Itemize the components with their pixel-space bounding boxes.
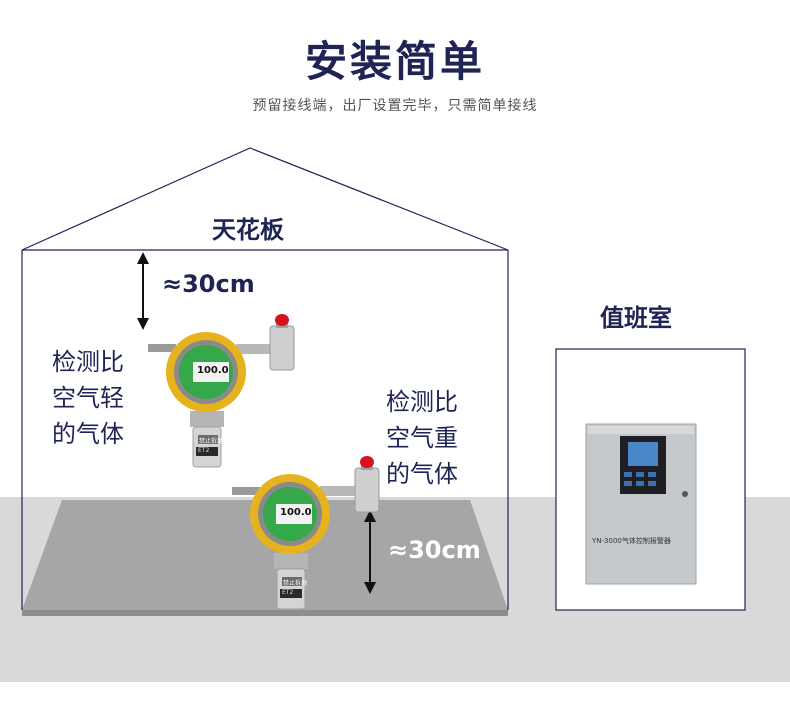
detector-upper-display: 100.0 — [197, 365, 229, 376]
ceiling-label: 天花板 — [212, 216, 284, 244]
page-title: 安装简单 — [304, 37, 485, 86]
gas-detector-lower — [232, 456, 380, 610]
alarm-beacon-icon — [269, 314, 295, 371]
detector-lower-display: 100.0 — [280, 507, 312, 518]
gas-detector-upper — [148, 314, 295, 468]
detector-upper-plate: ET2 — [198, 447, 210, 454]
light-gas-line-2: 空气轻 — [52, 384, 124, 412]
detector-lower-warning: 禁止拆动 — [283, 580, 308, 587]
top-distance-label: ≈30cm — [162, 270, 255, 298]
detector-upper-warning: 禁止拆动 — [199, 438, 224, 445]
top-dimension-arrow — [137, 252, 149, 330]
heavy-gas-line-3: 的气体 — [386, 460, 458, 488]
heavy-gas-line-2: 空气重 — [386, 424, 458, 452]
light-gas-line-3: 的气体 — [52, 420, 124, 448]
bottom-dimension-arrow — [364, 510, 376, 594]
floor-slab — [22, 500, 508, 610]
floor-edge — [22, 610, 508, 616]
detector-lower-plate: ET2 — [282, 589, 294, 596]
duty-room-label: 值班室 — [600, 304, 672, 332]
light-gas-label: 检测比 空气轻 的气体 — [52, 344, 124, 452]
light-gas-line-1: 检测比 — [52, 348, 124, 376]
page-subtitle: 预留接线端，出厂设置完毕，只需简单接线 — [252, 98, 538, 114]
bottom-distance-label: ≈30cm — [388, 536, 481, 564]
controller-model-label: YN-3000气体控制报警器 — [592, 537, 671, 545]
roof-line — [21, 147, 509, 251]
heavy-gas-line-1: 检测比 — [386, 388, 458, 416]
alarm-controller-cabinet — [585, 423, 697, 585]
alarm-beacon-icon — [354, 456, 380, 513]
heavy-gas-label: 检测比 空气重 的气体 — [386, 384, 458, 492]
